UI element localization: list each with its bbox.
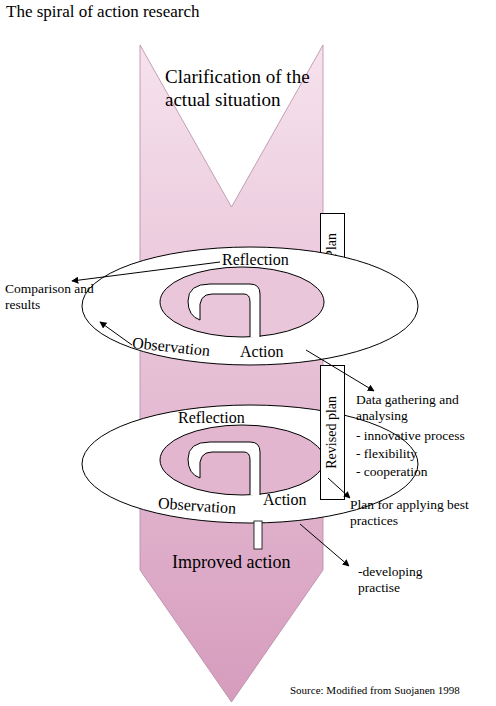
start-heading: Clarification of the actual situation [165,66,345,112]
leader-arrow [100,322,132,345]
arrow-body [140,45,323,702]
phase-label: Revised plan [324,396,341,469]
spiral-hook [188,284,260,337]
callout-text: -developing practise [358,564,438,596]
callout-text: Data gathering and analysing [356,392,491,424]
callout-text: Comparison and results [5,281,105,313]
callout-text: - innovative process [356,428,496,444]
cycle-loop: ReflectionObservationAction [80,245,420,367]
spiral-strip [254,521,262,549]
leader-arrow [300,524,349,566]
spiral-arrow-band: Clarification of the actual situationImp… [140,45,323,705]
leader-arrow [306,350,374,391]
callout-text: - cooperation [356,464,496,480]
revised-plan-strip: Revised plan [320,365,345,500]
loop-hole [160,267,324,337]
arrow-outline [140,45,323,705]
phase-label: Action [240,342,284,361]
phase-label: Action [263,490,307,509]
callout-text: - flexibility [356,446,496,462]
leader-arrow [72,262,220,281]
callout-text: Plan for applying best practices [350,497,470,529]
phase-label: Reflection [222,250,289,269]
end-heading: Improved action [172,552,322,574]
spiral-hook [188,442,260,495]
loop-outer [82,247,418,365]
loop-hole [160,425,324,495]
source-caption: Source: Modified from Suojanen 1998 [290,684,460,697]
leader-arrow [328,478,350,498]
phase-label: Reflection [178,408,245,427]
diagram-title: The spiral of action research [6,2,200,22]
